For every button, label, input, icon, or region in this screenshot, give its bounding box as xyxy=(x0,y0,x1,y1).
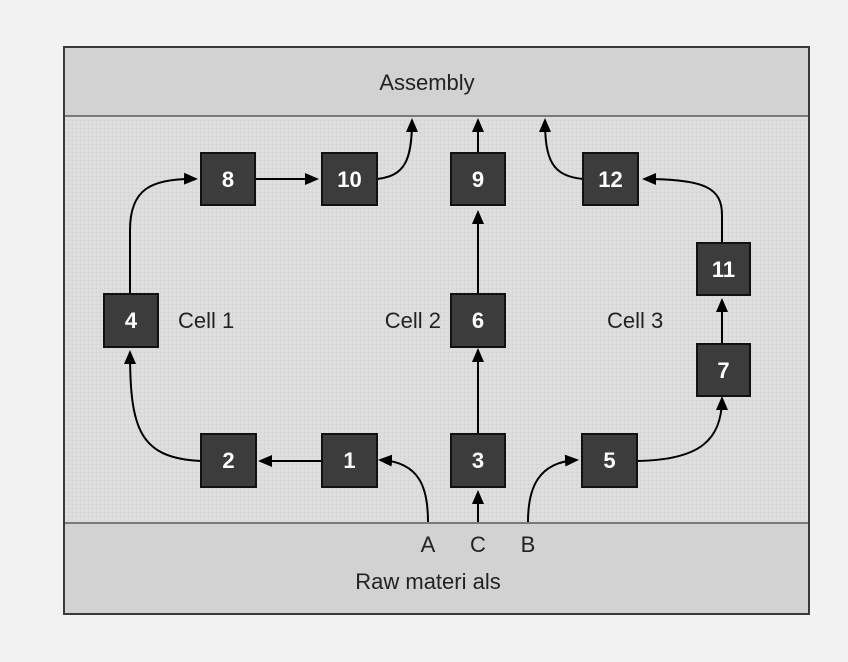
flow-10-to-assembly xyxy=(376,118,418,180)
station-3-label: 3 xyxy=(472,448,484,473)
station-9: 9 xyxy=(450,152,506,206)
input-label-b: B xyxy=(521,532,536,557)
station-1: 1 xyxy=(321,433,378,488)
raw-materials-label: Raw materi als xyxy=(355,569,500,594)
station-4: 4 xyxy=(103,293,159,348)
flow-a-to-1 xyxy=(378,454,429,523)
raw-materials-band xyxy=(65,523,808,613)
station-8: 8 xyxy=(200,152,256,206)
station-1-label: 1 xyxy=(343,448,355,473)
diagram-frame xyxy=(63,46,810,615)
station-12-label: 12 xyxy=(598,167,622,192)
flow-connectors xyxy=(124,118,728,523)
station-5: 5 xyxy=(581,433,638,488)
input-label-a: A xyxy=(421,532,436,557)
station-2: 2 xyxy=(200,433,257,488)
station-10-label: 10 xyxy=(337,167,361,192)
station-4-label: 4 xyxy=(125,308,138,333)
station-7: 7 xyxy=(696,343,751,397)
station-6: 6 xyxy=(450,293,506,348)
assembly-band xyxy=(65,48,808,116)
flow-b-to-5 xyxy=(527,454,579,523)
station-8-label: 8 xyxy=(222,167,234,192)
station-2-label: 2 xyxy=(222,448,234,473)
flow-4-to-8 xyxy=(129,172,198,293)
station-11-label: 11 xyxy=(712,257,735,282)
station-5-label: 5 xyxy=(603,448,615,473)
station-9-label: 9 xyxy=(472,167,484,192)
station-12: 12 xyxy=(582,152,639,206)
flow-11-to-12 xyxy=(642,173,723,242)
station-10: 10 xyxy=(321,152,378,206)
assembly-label: Assembly xyxy=(379,70,474,95)
station-11: 11 xyxy=(696,242,751,296)
flow-5-to-7 xyxy=(636,396,728,462)
station-7-label: 7 xyxy=(717,358,729,383)
station-3: 3 xyxy=(450,433,506,488)
cell-1-label: Cell 1 xyxy=(178,308,234,333)
flow-2-to-4 xyxy=(124,350,202,462)
flow-12-to-assembly xyxy=(539,118,584,180)
cell-2-label: Cell 2 xyxy=(385,308,441,333)
station-6-label: 6 xyxy=(472,308,484,333)
cell-3-label: Cell 3 xyxy=(607,308,663,333)
input-label-c: C xyxy=(470,532,486,557)
